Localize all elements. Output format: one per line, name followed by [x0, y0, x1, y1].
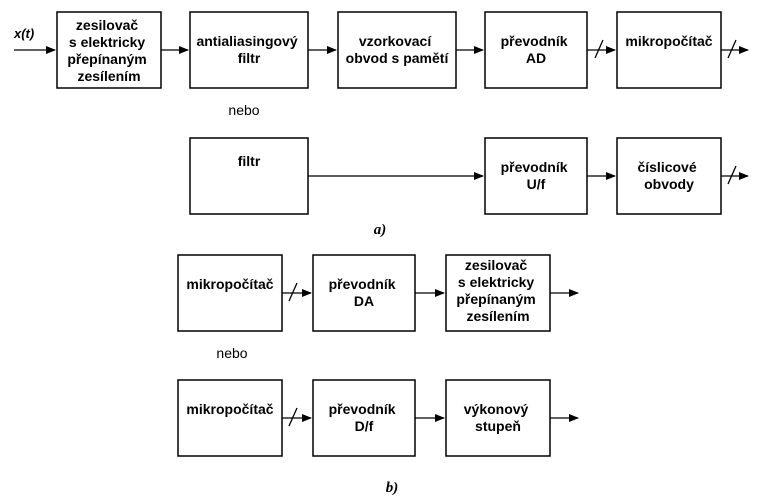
block-sample-hold-label: vzorkovací obvod s pamětí	[346, 33, 450, 66]
block-df-converter-label: převodník D/f	[329, 401, 400, 434]
bus-slash-mcu-out	[727, 39, 737, 59]
bus-slash-adc	[594, 39, 604, 59]
input-signal-label: x(t)	[13, 26, 34, 41]
block-amplifier-b: zesilovač s elektricky přepínaným zesíle…	[445, 254, 551, 332]
block-adc-label: převodník AD	[501, 33, 572, 66]
block-digital-circuits-label: číslicové obvody	[637, 159, 700, 192]
block-mcu-b1-label: mikropočítač	[186, 276, 273, 292]
block-digital-circuits: číslicové obvody	[616, 137, 722, 215]
block-sample-hold: vzorkovací obvod s pamětí	[337, 11, 457, 89]
block-mcu-b1: mikropočítač	[177, 254, 283, 332]
block-amplifier-a: zesilovač s elektricky přepínaným zesíle…	[56, 11, 162, 89]
block-vf-converter: převodník U/f	[484, 137, 588, 215]
caption-a: a)	[374, 222, 387, 238]
bus-slash-dac	[288, 282, 298, 302]
block-mcu-a-label: mikropočítač	[625, 33, 712, 49]
block-mcu-b2: mikropočítač	[177, 379, 283, 457]
block-dac-label: převodník DA	[329, 276, 400, 309]
block-mcu-b2-label: mikropočítač	[186, 401, 273, 417]
block-mcu-a: mikropočítač	[616, 11, 722, 89]
block-dac: převodník DA	[312, 254, 416, 332]
block-filter-label: filtr	[238, 153, 261, 169]
or-label-a: nebo	[228, 102, 259, 118]
block-adc: převodník AD	[484, 11, 588, 89]
or-label-b: nebo	[216, 345, 247, 361]
block-amplifier-a-label: zesilovač s elektricky přepínaným zesíle…	[67, 17, 150, 84]
bus-slash-df	[288, 407, 298, 427]
block-vf-converter-label: převodník U/f	[501, 159, 572, 192]
block-filter: filtr	[189, 137, 309, 215]
block-df-converter: převodník D/f	[312, 379, 416, 457]
block-amplifier-b-label: zesilovač s elektricky přepínaným zesíle…	[456, 257, 539, 324]
block-antialias-filter: antialiasingový filtr	[189, 11, 309, 89]
bus-slash-digital-out	[727, 165, 737, 185]
caption-b: b)	[386, 480, 399, 496]
block-power-stage: výkonový stupeň	[445, 379, 551, 457]
block-power-stage-label: výkonový stupeň	[464, 401, 532, 434]
block-antialias-filter-label: antialiasingový filtr	[196, 33, 301, 66]
